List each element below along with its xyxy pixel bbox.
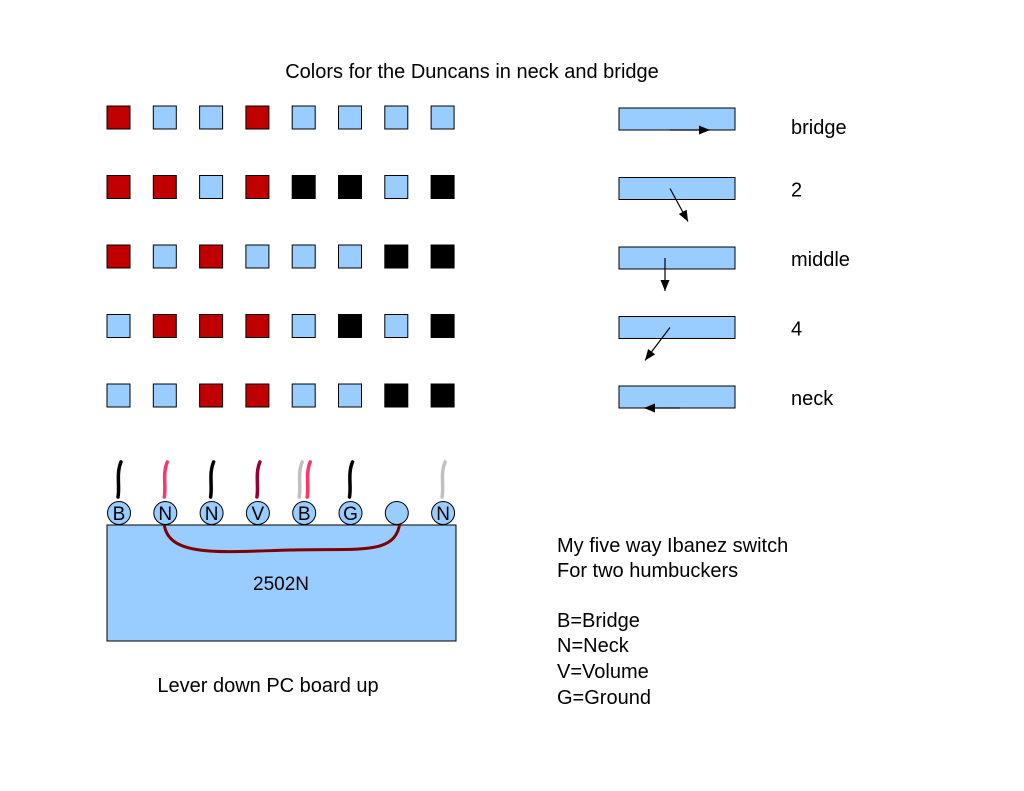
lead-wire (162, 460, 170, 499)
color-cell (152, 175, 177, 199)
color-cell (291, 383, 316, 408)
switch-position-bar (618, 246, 736, 270)
switch-positions: bridge 2 middle 4 neck (618, 107, 850, 413)
color-cell (338, 105, 362, 130)
legend-neck: N=Neck (557, 635, 630, 657)
color-cell (199, 105, 224, 130)
pin-label: B (113, 504, 126, 525)
color-cell (338, 383, 362, 408)
switch-pin (199, 501, 224, 525)
switch-position-bar (618, 107, 736, 131)
color-cell (245, 105, 270, 130)
pin-label: N (158, 504, 172, 525)
lead-wires (116, 460, 447, 499)
diagram-title: Colors for the Duncans in neck and bridg… (285, 61, 659, 83)
note-line: My five way Ibanez switch (557, 535, 788, 557)
color-cell (152, 244, 177, 269)
color-cell (245, 244, 270, 269)
pc-board (106, 524, 457, 642)
lead-wire (116, 460, 123, 499)
color-cell (384, 314, 409, 338)
lead-wire (305, 460, 312, 499)
legend-bridge: B=Bridge (557, 610, 640, 632)
pin-label: B (298, 504, 311, 525)
switch-pin (153, 501, 178, 525)
switch-position-bar (618, 385, 736, 409)
arrow-head (645, 349, 656, 361)
color-cell (152, 383, 177, 408)
pickup-color-grid (106, 105, 455, 408)
color-cell (152, 105, 177, 130)
switch-position-bar (618, 177, 736, 200)
pin-label: N (436, 504, 450, 525)
color-cell (430, 175, 455, 199)
lead-wire (208, 460, 216, 499)
lead-wire (440, 460, 447, 499)
jumper-wire (162, 521, 402, 554)
switch-position-label: bridge (791, 117, 847, 139)
color-cell (338, 175, 362, 199)
lead-wire (347, 460, 355, 499)
switch-pin (384, 501, 409, 525)
legend-notes: My five way Ibanez switch For two humbuc… (557, 535, 788, 709)
color-cell (106, 244, 131, 269)
color-cell (430, 244, 455, 269)
color-cell (430, 314, 455, 338)
color-cell (199, 175, 224, 199)
switch-pin (245, 501, 270, 525)
color-cell (245, 383, 270, 408)
color-cell (106, 314, 131, 338)
switch-pin (338, 501, 363, 525)
lead-wire (297, 460, 304, 499)
switch-pin (431, 501, 456, 525)
color-cell (430, 105, 455, 130)
color-cell (199, 314, 224, 338)
arrow-head (699, 125, 710, 135)
pin-label: V (252, 504, 265, 525)
color-cell (384, 244, 409, 269)
color-cell (384, 175, 409, 199)
pin-label: G (343, 504, 358, 525)
switch-position-label: neck (791, 388, 834, 410)
color-cell (291, 244, 316, 269)
color-cell (291, 105, 316, 130)
color-cell (106, 175, 131, 199)
switch-pin (292, 501, 317, 525)
color-cell (384, 105, 409, 130)
pin-label: N (205, 504, 219, 525)
color-cell (199, 383, 224, 408)
color-cell (384, 383, 409, 408)
color-cell (430, 383, 455, 408)
switch-position-label: 4 (791, 319, 802, 341)
color-cell (245, 175, 270, 199)
switch-position-bar (618, 316, 736, 339)
color-cell (245, 314, 270, 338)
switch-position-label: 2 (791, 180, 802, 202)
color-cell (338, 244, 362, 269)
switch-pin (107, 501, 131, 525)
board-caption: Lever down PC board up (157, 675, 378, 697)
color-cell (199, 244, 224, 269)
color-cell (338, 314, 362, 338)
switch-position-label: middle (791, 249, 850, 271)
color-cell (152, 314, 177, 338)
board-label: 2502N (253, 574, 309, 595)
color-cell (106, 383, 131, 408)
note-line: For two humbuckers (557, 560, 738, 582)
color-cell (106, 105, 131, 130)
legend-volume: V=Volume (557, 661, 649, 683)
arrow-head (660, 280, 670, 291)
arrow-head (644, 403, 655, 413)
arrow-head (678, 209, 688, 222)
color-cell (291, 175, 316, 199)
color-cell (291, 314, 316, 338)
legend-ground: G=Ground (557, 687, 651, 709)
lead-wire (255, 460, 262, 499)
